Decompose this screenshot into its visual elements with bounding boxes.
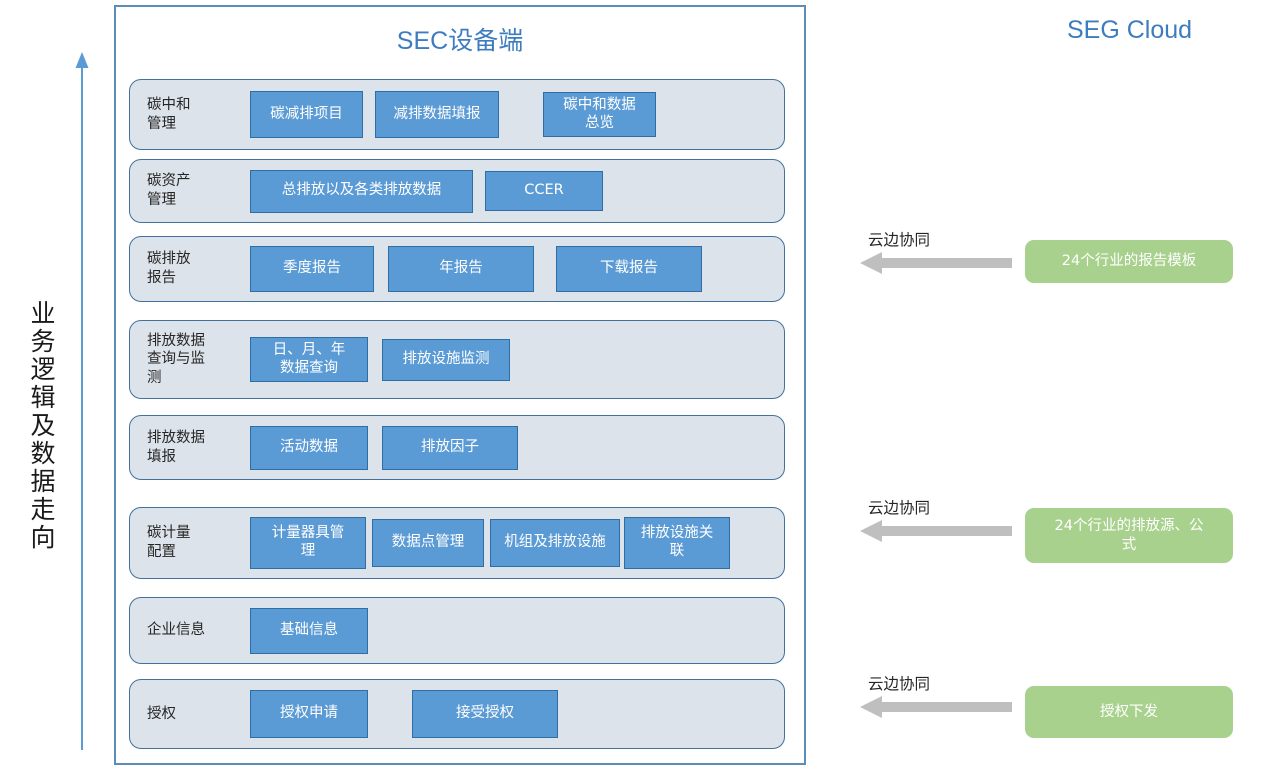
cloud-edge-sync-group: 云边协同 bbox=[860, 228, 1018, 274]
module-row: 排放数据 查询与监 测日、月、年 数据查询排放设施监测 bbox=[129, 320, 785, 399]
module-chip[interactable]: 季度报告 bbox=[250, 246, 374, 292]
module-row-label: 企业信息 bbox=[147, 622, 205, 639]
module-chip-group: 计量器具管 理数据点管理机组及排放设施排放设施关 联 bbox=[234, 517, 784, 569]
module-chip[interactable]: 总排放以及各类排放数据 bbox=[250, 169, 473, 213]
cloud-capability-card[interactable]: 24个行业的报告模板 bbox=[1025, 240, 1233, 283]
module-chip[interactable]: 减排数据填报 bbox=[375, 91, 499, 138]
module-row: 排放数据 填报活动数据排放因子 bbox=[129, 415, 785, 480]
module-row-label: 碳计量 配置 bbox=[147, 525, 191, 560]
flow-label-char: 数 bbox=[30, 439, 56, 468]
module-chip[interactable]: 碳减排项目 bbox=[250, 91, 363, 138]
module-chip-group: 基础信息 bbox=[234, 607, 784, 654]
module-chip[interactable]: 数据点管理 bbox=[372, 519, 484, 567]
module-row-label: 排放数据 查询与监 测 bbox=[147, 332, 205, 386]
flow-label-char: 务 bbox=[30, 327, 56, 356]
module-chip[interactable]: 日、月、年 数据查询 bbox=[250, 337, 368, 382]
module-row-label: 授权 bbox=[147, 705, 176, 722]
flow-label-char: 辑 bbox=[30, 383, 56, 412]
cloud-capability-card[interactable]: 24个行业的排放源、公 式 bbox=[1025, 508, 1233, 563]
cloud-edge-sync-group: 云边协同 bbox=[860, 496, 1018, 542]
business-flow-arrow bbox=[70, 50, 94, 750]
module-chip-group: 碳减排项目减排数据填报碳中和数据 总览 bbox=[234, 91, 784, 138]
module-chip[interactable]: 活动数据 bbox=[250, 425, 368, 470]
module-row: 碳计量 配置 计量器具管 理数据点管理机组及排放设施排放设施关 联 bbox=[129, 507, 785, 579]
module-chip[interactable]: 机组及排放设施 bbox=[490, 519, 620, 567]
module-row: 授权 授权申请接受授权 bbox=[129, 679, 785, 749]
cloud-capability-card[interactable]: 授权下发 bbox=[1025, 686, 1233, 738]
flow-label-char: 业 bbox=[30, 299, 56, 328]
left-arrow-icon bbox=[860, 696, 1012, 718]
sec-panel-title: SEC设备端 bbox=[396, 27, 524, 55]
left-arrow-icon bbox=[860, 520, 1012, 542]
module-row: 碳中和 管理 碳减排项目减排数据填报碳中和数据 总览 bbox=[129, 79, 785, 150]
module-chip-group: 总排放以及各类排放数据 CCER bbox=[234, 169, 784, 213]
module-row-label: 碳中和 管理 bbox=[147, 96, 191, 132]
module-chip-group: 授权申请接受授权 bbox=[234, 690, 784, 738]
module-chip-group: 日、月、年 数据查询排放设施监测 bbox=[234, 337, 784, 382]
module-chip[interactable]: 计量器具管 理 bbox=[250, 517, 366, 569]
module-row-label: 排放数据 填报 bbox=[147, 429, 205, 465]
flow-label-char: 向 bbox=[30, 523, 56, 552]
cloud-edge-sync-label: 云边协同 bbox=[868, 231, 931, 249]
module-chip[interactable]: 基础信息 bbox=[250, 607, 368, 654]
left-arrow-icon bbox=[860, 252, 1012, 274]
business-flow-label: 业 务 逻 辑 及 数 据 走 向 bbox=[20, 300, 66, 552]
module-row: 碳排放 报告 季度报告年报告下载报告 bbox=[129, 236, 785, 302]
module-row: 企业信息 基础信息 bbox=[129, 597, 785, 664]
module-chip[interactable]: 接受授权 bbox=[412, 690, 558, 738]
cloud-edge-sync-label: 云边协同 bbox=[868, 675, 931, 693]
module-row-label: 碳排放 报告 bbox=[147, 251, 191, 286]
flow-label-char: 走 bbox=[30, 495, 56, 524]
module-chip[interactable]: 下载报告 bbox=[556, 246, 702, 292]
module-row: 碳资产 管理 总排放以及各类排放数据 CCER bbox=[129, 159, 785, 223]
sec-device-panel: SEC设备端 碳中和 管理 碳减排项目减排数据填报碳中和数据 总览碳资产 管理 总排… bbox=[114, 5, 806, 765]
cloud-edge-sync-group: 云边协同 bbox=[860, 672, 1018, 718]
module-chip[interactable]: 排放设施监测 bbox=[382, 338, 510, 381]
flow-label-char: 逻 bbox=[30, 355, 56, 384]
flow-label-char: 及 bbox=[30, 411, 56, 440]
module-chip[interactable]: 排放设施关 联 bbox=[624, 517, 730, 569]
module-chip-group: 季度报告年报告下载报告 bbox=[234, 246, 784, 292]
module-chip[interactable]: 年报告 bbox=[388, 246, 534, 292]
seg-cloud-title: SEG Cloud bbox=[1066, 16, 1193, 44]
module-row-label: 碳资产 管理 bbox=[147, 173, 191, 208]
module-chip[interactable]: 排放因子 bbox=[382, 425, 518, 470]
module-chip-group: 活动数据排放因子 bbox=[234, 425, 784, 470]
cloud-edge-sync-label: 云边协同 bbox=[868, 499, 931, 517]
module-chip[interactable]: 碳中和数据 总览 bbox=[543, 92, 656, 137]
module-chip[interactable]: CCER bbox=[485, 171, 603, 211]
upward-arrow-icon bbox=[75, 52, 89, 750]
flow-label-char: 据 bbox=[30, 467, 56, 496]
module-chip[interactable]: 授权申请 bbox=[250, 690, 368, 738]
